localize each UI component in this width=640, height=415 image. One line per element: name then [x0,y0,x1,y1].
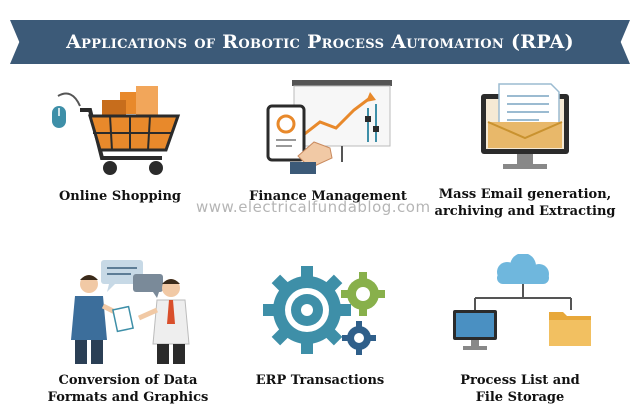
cloud-storage-icon [453,254,591,350]
people-conversation-icon [71,260,190,364]
item-data-conversion: Conversion of Data Formats and Graphics [28,254,228,406]
watermark-text: www.electricalfundablog.com [196,198,431,216]
item-label-line-1: Conversion of Data [58,373,198,388]
item-label-line-2: archiving and Extracting [434,204,616,219]
item-label-line-2: Formats and Graphics [47,390,209,405]
gears-icon [263,266,385,355]
item-label-line-1: Process List and [460,373,580,388]
item-finance-management: Finance Management [228,78,428,205]
item-file-storage: Process List and File Storage [420,254,620,406]
item-label: Online Shopping [58,189,182,204]
page-title: Applications of Robotic Process Automati… [66,31,574,53]
finance-chart-icon [266,80,392,174]
item-online-shopping: Online Shopping [20,78,220,205]
item-label: ERP Transactions [255,373,385,388]
email-monitor-icon [481,83,569,169]
item-mass-email: Mass Email generation, archiving and Ext… [425,78,625,220]
item-label-line-1: Mass Email generation, [438,187,612,202]
item-label-line-2: File Storage [475,390,565,405]
title-banner: Applications of Robotic Process Automati… [10,20,630,64]
shopping-cart-icon [52,86,181,175]
item-erp-transactions: ERP Transactions [220,254,420,389]
item-label: Finance Management [249,189,407,204]
